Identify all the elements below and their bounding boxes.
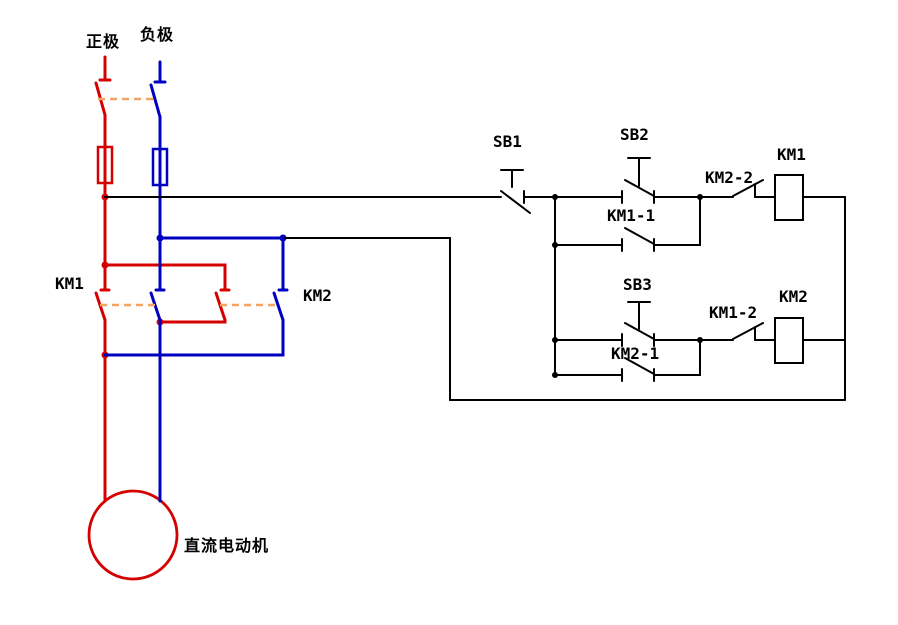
negative-fuse xyxy=(151,147,169,187)
km2-right-contact-blade xyxy=(272,291,285,322)
sb2-blade xyxy=(624,179,655,197)
sb1-blade xyxy=(500,190,531,214)
dc-motor-label: 直流电动机 xyxy=(184,536,269,555)
km2-1-right-wire xyxy=(653,339,701,376)
sb2-label: SB2 xyxy=(620,125,649,144)
km2-right-output-wire xyxy=(103,318,285,357)
km1-coil xyxy=(774,174,804,221)
km2-1-contact-label: KM2-1 xyxy=(611,344,659,363)
control-circuit xyxy=(104,157,846,401)
negative-power-circuit xyxy=(103,60,289,503)
sb3-blade xyxy=(624,322,655,340)
junction-dot xyxy=(552,372,558,378)
negative-knife-switch-blade xyxy=(149,83,162,119)
km2-left-contact-blade xyxy=(214,291,227,322)
positive-pole-label: 正极 xyxy=(86,32,120,51)
km1-1-contact-label: KM1-1 xyxy=(607,206,655,225)
return-wire xyxy=(284,237,846,401)
junction-dot xyxy=(279,234,287,242)
km1-main-contacts-label: KM1 xyxy=(55,274,84,293)
junction-dot xyxy=(552,194,558,200)
positive-junction-dots xyxy=(101,193,164,359)
junction-dot xyxy=(101,261,109,269)
labels: 正极 负极 KM1 KM2 SB1 SB2 KM1-1 KM2-2 KM1 SB… xyxy=(55,25,808,555)
km1-2-blade xyxy=(732,322,764,340)
positive-fuse xyxy=(96,145,114,185)
positive-branch-to-km2-wire xyxy=(103,263,227,292)
km2-main-contacts-label: KM2 xyxy=(303,286,332,305)
km2-coil-label: KM2 xyxy=(779,287,808,306)
junction-dot xyxy=(697,337,703,343)
km1-left-contact-blade xyxy=(94,291,107,322)
km2-coil xyxy=(774,317,804,364)
km2-1-blade xyxy=(624,357,655,375)
junction-dot xyxy=(697,194,703,200)
km2-left-output-wire xyxy=(158,318,227,324)
negative-pole-label: 负极 xyxy=(140,25,174,44)
negative-junction-dots xyxy=(156,234,287,242)
junction-dot xyxy=(156,234,164,242)
km1-coil-label: KM1 xyxy=(777,145,806,164)
sb3-label: SB3 xyxy=(623,275,652,294)
km1-1-right-wire xyxy=(653,196,701,246)
junction-dot xyxy=(552,242,558,248)
km1-2-contact-label: KM1-2 xyxy=(709,303,757,322)
dc-motor-body xyxy=(87,489,179,581)
sb1-label: SB1 xyxy=(493,132,522,151)
km2-2-blade xyxy=(732,179,764,197)
mechanical-links xyxy=(98,97,279,307)
positive-power-circuit xyxy=(87,55,231,581)
junction-dot xyxy=(552,337,558,343)
km1-1-blade xyxy=(624,227,655,245)
control-junction-dots xyxy=(552,194,703,378)
km1-right-contact-blade xyxy=(149,291,162,322)
km2-2-contact-label: KM2-2 xyxy=(705,168,753,187)
